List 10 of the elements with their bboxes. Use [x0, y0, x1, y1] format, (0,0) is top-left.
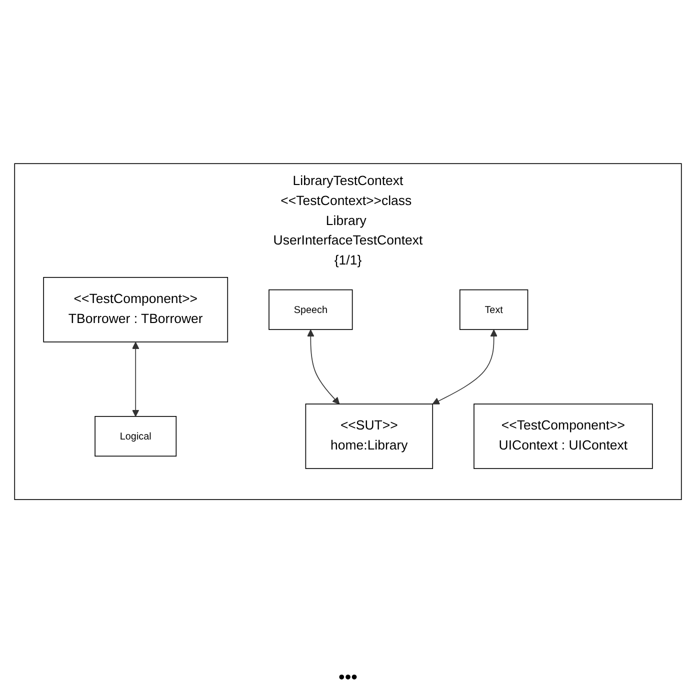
node-box: <<TestComponent>> TBorrower : TBorrower: [43, 276, 228, 342]
arrow: [307, 329, 340, 404]
node-box: Text: [459, 289, 528, 330]
ellipsis-mark: •••: [338, 667, 358, 687]
node-box: <<SUT>> home:Library: [305, 403, 434, 469]
arrow: [432, 329, 498, 404]
arrow: [132, 342, 140, 417]
node-box: Logical: [94, 416, 177, 456]
node-box: Speech: [268, 289, 353, 330]
node-box: <<TestComponent>> UIContext : UIContext: [474, 403, 653, 469]
